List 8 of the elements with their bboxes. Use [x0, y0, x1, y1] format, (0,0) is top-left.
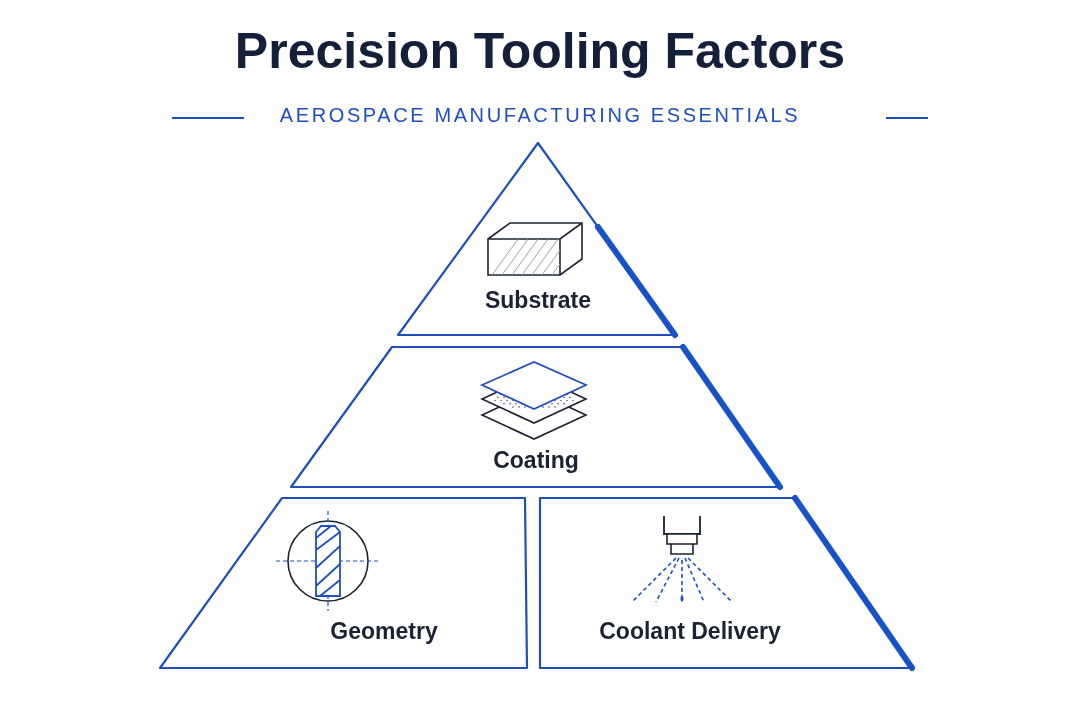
tier-label: Coating: [493, 447, 579, 474]
tier-label: Substrate: [484, 287, 592, 314]
pyramid-tier: [160, 498, 528, 669]
tier-label: Coolant Delivery: [599, 618, 781, 645]
pyramid-tier: [398, 143, 676, 336]
title: Precision Tooling Factors: [233, 22, 847, 80]
tier-label: Geometry: [330, 618, 438, 645]
subtitle: AEROSPACE MANUFACTURING ESSENTIALS: [278, 104, 802, 127]
